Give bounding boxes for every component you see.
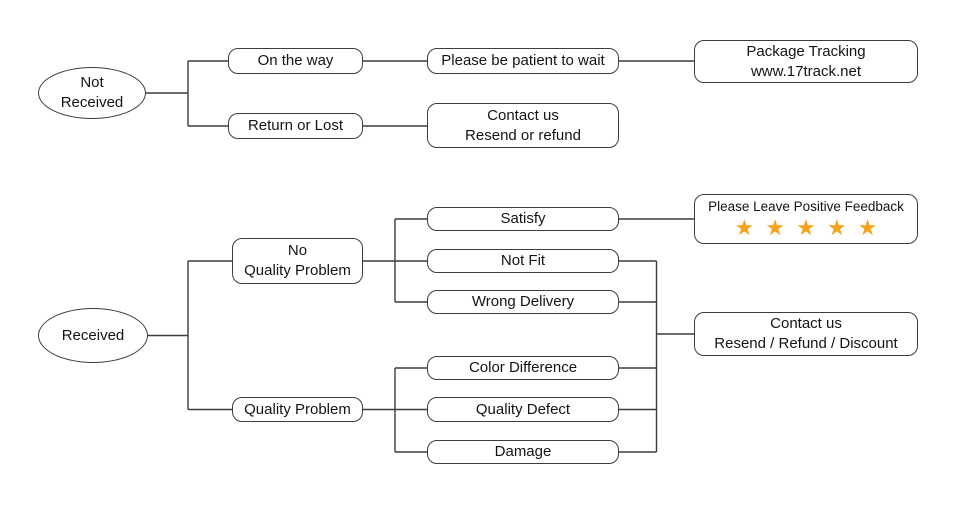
star-rating-icon: ★ ★ ★ ★ ★ xyxy=(734,215,878,241)
node-quality-defect-label: Quality Defect xyxy=(475,400,571,418)
node-contact-resend-refund-discount: Contact us Resend / Refund / Discount xyxy=(694,312,918,356)
node-received-label: Received xyxy=(61,326,125,344)
node-package-tracking-url: www.17track.net xyxy=(750,62,862,80)
node-not-received: Not Received xyxy=(38,67,146,119)
node-no-quality-problem-line2: Quality Problem xyxy=(244,262,351,279)
node-on-the-way-label: On the way xyxy=(257,52,334,70)
node-no-quality-problem: No Quality Problem xyxy=(232,238,363,284)
connector-path xyxy=(146,60,694,453)
node-no-quality-problem-line1: No xyxy=(287,242,308,260)
node-not-received-line1: Not xyxy=(80,74,104,92)
node-not-fit-label: Not Fit xyxy=(500,252,546,270)
node-return-or-lost: Return or Lost xyxy=(228,113,363,139)
node-return-or-lost-label: Return or Lost xyxy=(247,117,344,135)
node-not-fit: Not Fit xyxy=(427,249,619,273)
node-package-tracking: Package Tracking www.17track.net xyxy=(694,40,918,83)
node-contact-resend-refund: Contact us Resend or refund xyxy=(427,103,619,148)
node-color-difference: Color Difference xyxy=(427,356,619,380)
node-package-tracking-line1: Package Tracking xyxy=(746,42,866,60)
node-quality-problem: Quality Problem xyxy=(232,397,363,422)
node-color-difference-label: Color Difference xyxy=(468,359,578,377)
node-on-the-way: On the way xyxy=(228,48,363,74)
node-quality-problem-label: Quality Problem xyxy=(244,400,351,418)
node-satisfy-label: Satisfy xyxy=(500,210,546,228)
node-not-received-line2: Received xyxy=(60,94,124,111)
node-damage: Damage xyxy=(427,440,619,464)
node-satisfy: Satisfy xyxy=(427,207,619,231)
node-please-be-patient: Please be patient to wait xyxy=(427,48,619,74)
node-quality-defect: Quality Defect xyxy=(427,397,619,422)
node-positive-feedback: Please Leave Positive Feedback ★ ★ ★ ★ ★ xyxy=(694,194,918,244)
node-positive-feedback-label: Please Leave Positive Feedback xyxy=(708,198,904,214)
node-damage-label: Damage xyxy=(494,443,552,461)
node-please-be-patient-label: Please be patient to wait xyxy=(441,52,605,70)
node-contact-resend-refund-line2: Resend or refund xyxy=(465,126,581,144)
node-contact-resend-refund-discount-line2: Resend / Refund / Discount xyxy=(714,335,898,352)
node-wrong-delivery: Wrong Delivery xyxy=(427,290,619,314)
node-contact-resend-refund-discount-line1: Contact us xyxy=(770,315,842,333)
node-contact-resend-refund-line1: Contact us xyxy=(487,106,559,124)
node-wrong-delivery-label: Wrong Delivery xyxy=(471,293,575,311)
node-received: Received xyxy=(38,308,148,363)
